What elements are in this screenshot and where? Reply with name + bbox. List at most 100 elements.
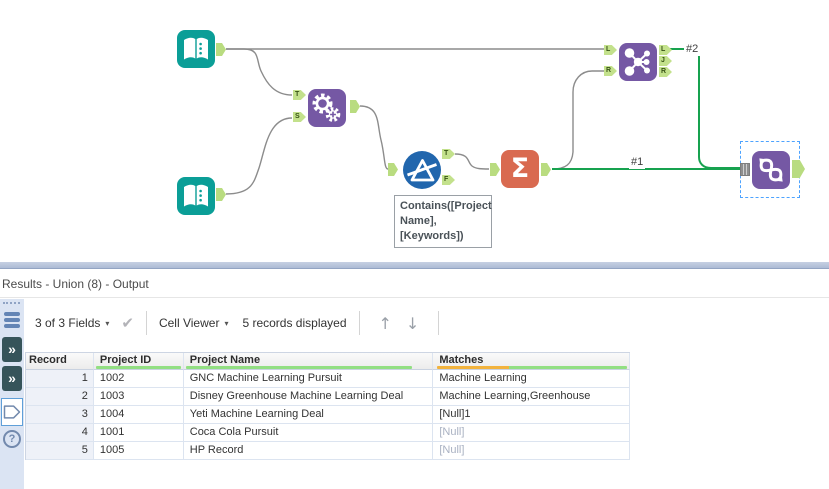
cell-viewer-dropdown[interactable]: Cell Viewer ▾: [159, 316, 228, 330]
column-header-record[interactable]: Record: [26, 353, 94, 370]
project-name-cell[interactable]: Yeti Machine Learning Deal: [183, 406, 434, 424]
gears-icon: [312, 93, 341, 122]
double-chevron-icon: »: [8, 370, 16, 386]
input2-output-anchor[interactable]: [216, 188, 226, 201]
records-displayed-text: 5 records displayed: [242, 316, 347, 330]
project-name-cell[interactable]: Coca Cola Pursuit: [183, 424, 434, 442]
table-row[interactable]: 5 1005 HP Record [Null]: [26, 442, 630, 460]
cell-viewer-label: Cell Viewer: [158, 316, 220, 330]
table-row[interactable]: 2 1003 Disney Greenhouse Machine Learnin…: [26, 388, 630, 406]
table-header-row: Record Project ID Project Name Matches: [26, 353, 630, 370]
table-row[interactable]: 3 1004 Yeti Machine Learning Deal [Null]…: [26, 406, 630, 424]
connection-label-1: #1: [629, 156, 646, 169]
help-button[interactable]: ?: [3, 430, 21, 448]
quality-bar-ok: [185, 366, 413, 369]
filter-tool[interactable]: [403, 151, 441, 189]
workflow-canvas[interactable]: T S T F Contains([Project Name], [Keywor…: [0, 0, 829, 262]
join-right-input-anchor[interactable]: R: [604, 66, 617, 76]
union-output-anchor[interactable]: [792, 160, 805, 178]
panel-splitter[interactable]: [0, 262, 829, 269]
wire-filter-summarize: [454, 153, 490, 170]
filter-input-anchor[interactable]: [388, 163, 398, 176]
join-right-output-anchor[interactable]: R: [659, 67, 672, 77]
toolbar-divider: [145, 311, 147, 335]
header-label: Project ID: [99, 354, 152, 366]
results-table: Record Project ID Project Name Matches 1…: [25, 352, 630, 460]
project-id-cell[interactable]: 1001: [93, 424, 184, 442]
matches-cell[interactable]: [Null]1: [433, 406, 630, 424]
drag-handle-dots-icon[interactable]: [3, 302, 20, 304]
tool-annotation[interactable]: Contains([Project Name], [Keywords]): [394, 195, 492, 248]
table-row[interactable]: 1 1002 GNC Machine Learning Pursuit Mach…: [26, 370, 630, 388]
matches-cell[interactable]: Machine Learning: [433, 370, 630, 388]
join-left-input-anchor[interactable]: L: [604, 45, 617, 55]
join-tool[interactable]: [619, 43, 657, 81]
append-output-anchor[interactable]: [350, 100, 360, 113]
header-label: Matches: [439, 354, 484, 366]
summarize-output-anchor[interactable]: [541, 163, 551, 176]
fields-dropdown[interactable]: 3 of 3 Fields ▾: [35, 316, 109, 330]
results-panel-title: Results - Union (8) - Output: [0, 270, 829, 298]
toolbar-divider: [358, 311, 360, 335]
wire-summarize-join: [551, 70, 605, 170]
wire-join-union-2: [670, 48, 740, 169]
results-side-strip: » » ?: [0, 299, 24, 489]
chevron-down-icon: ▾: [105, 318, 110, 328]
project-name-cell[interactable]: HP Record: [183, 442, 434, 460]
matches-cell[interactable]: [Null]: [433, 442, 630, 460]
results-table-body: 1 1002 GNC Machine Learning Pursuit Mach…: [26, 370, 630, 460]
input-data-tool-2[interactable]: [177, 177, 215, 215]
expand-button-1[interactable]: »: [2, 337, 22, 362]
append-target-anchor[interactable]: T: [293, 90, 306, 100]
record-number-cell: 3: [26, 406, 94, 424]
project-id-cell[interactable]: 1005: [93, 442, 184, 460]
project-name-cell[interactable]: GNC Machine Learning Pursuit: [183, 370, 434, 388]
layout-rows-icon[interactable]: [4, 312, 20, 330]
join-left-output-anchor[interactable]: L: [659, 45, 672, 55]
chevron-down-icon: ▾: [224, 318, 229, 328]
join-network-icon: [624, 48, 650, 76]
next-record-button[interactable]: ↓: [405, 313, 420, 333]
column-header-project-id[interactable]: Project ID: [93, 353, 184, 370]
open-book-icon: [184, 184, 208, 207]
input1-output-anchor[interactable]: [216, 43, 226, 56]
project-id-cell[interactable]: 1004: [93, 406, 184, 424]
wire-append-filter: [359, 105, 389, 170]
sigma-icon: Σ: [510, 153, 530, 184]
filter-funnel-icon: [407, 159, 437, 182]
column-header-matches[interactable]: Matches: [433, 353, 630, 370]
double-chevron-icon: »: [8, 341, 16, 357]
header-label: Project Name: [189, 354, 261, 366]
project-id-cell[interactable]: 1002: [93, 370, 184, 388]
data-view-button-selected[interactable]: [1, 398, 23, 426]
record-number-cell: 1: [26, 370, 94, 388]
union-tool[interactable]: [752, 151, 790, 189]
table-row[interactable]: 4 1001 Coca Cola Pursuit [Null]: [26, 424, 630, 442]
filter-false-anchor[interactable]: F: [442, 175, 455, 185]
previous-record-button[interactable]: ↑: [378, 313, 392, 333]
quality-bar-ok: [95, 366, 181, 369]
append-fields-tool[interactable]: [308, 89, 346, 127]
project-name-cell[interactable]: Disney Greenhouse Machine Learning Deal: [183, 388, 434, 406]
input-data-tool-1[interactable]: [177, 30, 215, 68]
matches-cell[interactable]: Machine Learning,Greenhouse: [433, 388, 630, 406]
wire-input2-append: [225, 117, 293, 195]
project-id-cell[interactable]: 1003: [93, 388, 184, 406]
append-source-anchor[interactable]: S: [293, 112, 306, 122]
summarize-tool[interactable]: Σ: [501, 150, 539, 188]
quality-bar-mixed: [437, 366, 627, 369]
union-input-anchor[interactable]: [740, 163, 750, 176]
summarize-input-anchor[interactable]: [490, 163, 500, 176]
union-braid-icon: [759, 158, 783, 182]
record-number-cell: 2: [26, 388, 94, 406]
join-join-output-anchor[interactable]: J: [659, 56, 672, 66]
open-book-icon: [184, 37, 208, 60]
apply-check-icon[interactable]: ✔: [121, 315, 134, 332]
matches-cell[interactable]: [Null]: [433, 424, 630, 442]
wire-input1-append: [226, 48, 293, 96]
fields-dropdown-label: 3 of 3 Fields: [35, 316, 101, 330]
filter-true-anchor[interactable]: T: [442, 149, 455, 159]
column-header-project-name[interactable]: Project Name: [183, 353, 434, 370]
expand-button-2[interactable]: »: [2, 366, 22, 391]
